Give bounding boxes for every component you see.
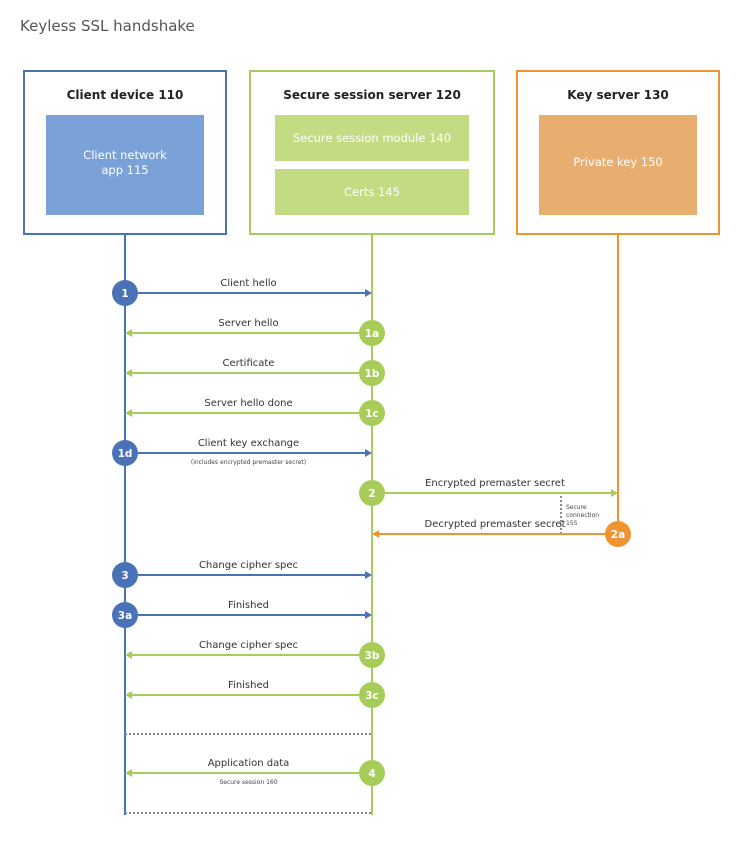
msg-11-step-badge: [359, 682, 385, 708]
certs-box: [275, 169, 469, 215]
msg-5-sublabel: (includes encrypted premaster secret): [191, 459, 306, 466]
msg-3-label: Certificate: [223, 358, 275, 369]
certs-label: Certs 145: [344, 185, 400, 199]
msg-2-label: Server hello: [218, 318, 278, 329]
msg-8-step-number: 3: [121, 570, 128, 582]
msg-2-step-number: 1a: [365, 328, 379, 340]
msg-5-label: Client key exchange: [198, 438, 299, 449]
msg-10-label: Change cipher spec: [199, 640, 298, 651]
msg-4-arrow-head: [125, 409, 132, 417]
msg-11-label: Finished: [228, 680, 269, 691]
msg-10-step-badge: [359, 642, 385, 668]
msg-7-step-number: 2a: [611, 529, 625, 541]
msg-10-arrow-head: [125, 651, 132, 659]
msg-12-sublabel: Secure session 160: [219, 779, 277, 786]
secure-session-module-label: Secure session module 140: [293, 131, 451, 145]
secure-connection-label-line2: connection: [566, 512, 599, 519]
msg-7-arrow-head: [372, 530, 379, 538]
msg-10-step-number: 3b: [365, 650, 380, 662]
private-key-label: Private key 150: [573, 155, 662, 169]
diagram-title: Keyless SSL handshake: [20, 17, 195, 35]
msg-11-arrow-head: [125, 691, 132, 699]
msg-1-arrow-head: [365, 289, 372, 297]
secure-connection-label-line3: 155: [566, 520, 578, 527]
msg-6-label: Encrypted premaster secret: [425, 478, 565, 489]
client-network-app-box: [46, 115, 204, 215]
msg-1-step-badge: [112, 280, 138, 306]
client-network-app-label-line2: app 115: [101, 163, 148, 177]
msg-9-step-badge: [112, 602, 138, 628]
msg-3-step-badge: [359, 360, 385, 386]
msg-11-step-number: 3c: [365, 690, 379, 702]
msg-8-label: Change cipher spec: [199, 560, 298, 571]
msg-1-step-number: 1: [121, 288, 128, 300]
msg-4-label: Server hello done: [204, 398, 292, 409]
msg-5-step-badge: [112, 440, 138, 466]
msg-12-label: Application data: [208, 758, 290, 769]
msg-6-step-badge: [359, 480, 385, 506]
client-network-app-label-line1: Client network: [83, 148, 167, 162]
msg-12-arrow-head: [125, 769, 132, 777]
msg-3-step-number: 1b: [365, 368, 380, 380]
msg-1-label: Client hello: [220, 278, 276, 289]
msg-2-arrow-head: [125, 329, 132, 337]
msg-3-arrow-head: [125, 369, 132, 377]
msg-9-arrow-head: [365, 611, 372, 619]
msg-5-arrow-head: [365, 449, 372, 457]
msg-4-step-badge: [359, 400, 385, 426]
private-key-box: [539, 115, 697, 215]
msg-5-step-number: 1d: [118, 448, 133, 460]
msg-7-step-badge: [605, 521, 631, 547]
msg-4-step-number: 1c: [365, 408, 379, 420]
key-server-title: Key server 130: [567, 88, 669, 102]
secure-session-server-title: Secure session server 120: [283, 88, 461, 102]
msg-7-label: Decrypted premaster secret: [425, 519, 566, 530]
msg-9-label: Finished: [228, 600, 269, 611]
msg-12-step-number: 4: [368, 768, 375, 780]
msg-6-arrow-head: [611, 489, 618, 497]
msg-8-arrow-head: [365, 571, 372, 579]
secure-connection-label-line1: Secure: [566, 504, 587, 511]
client-device-title: Client device 110: [67, 88, 184, 102]
msg-8-step-badge: [112, 562, 138, 588]
msg-12-step-badge: [359, 760, 385, 786]
msg-2-step-badge: [359, 320, 385, 346]
msg-6-step-number: 2: [368, 488, 375, 500]
msg-9-step-number: 3a: [118, 610, 132, 622]
secure-session-module-box: [275, 115, 469, 161]
